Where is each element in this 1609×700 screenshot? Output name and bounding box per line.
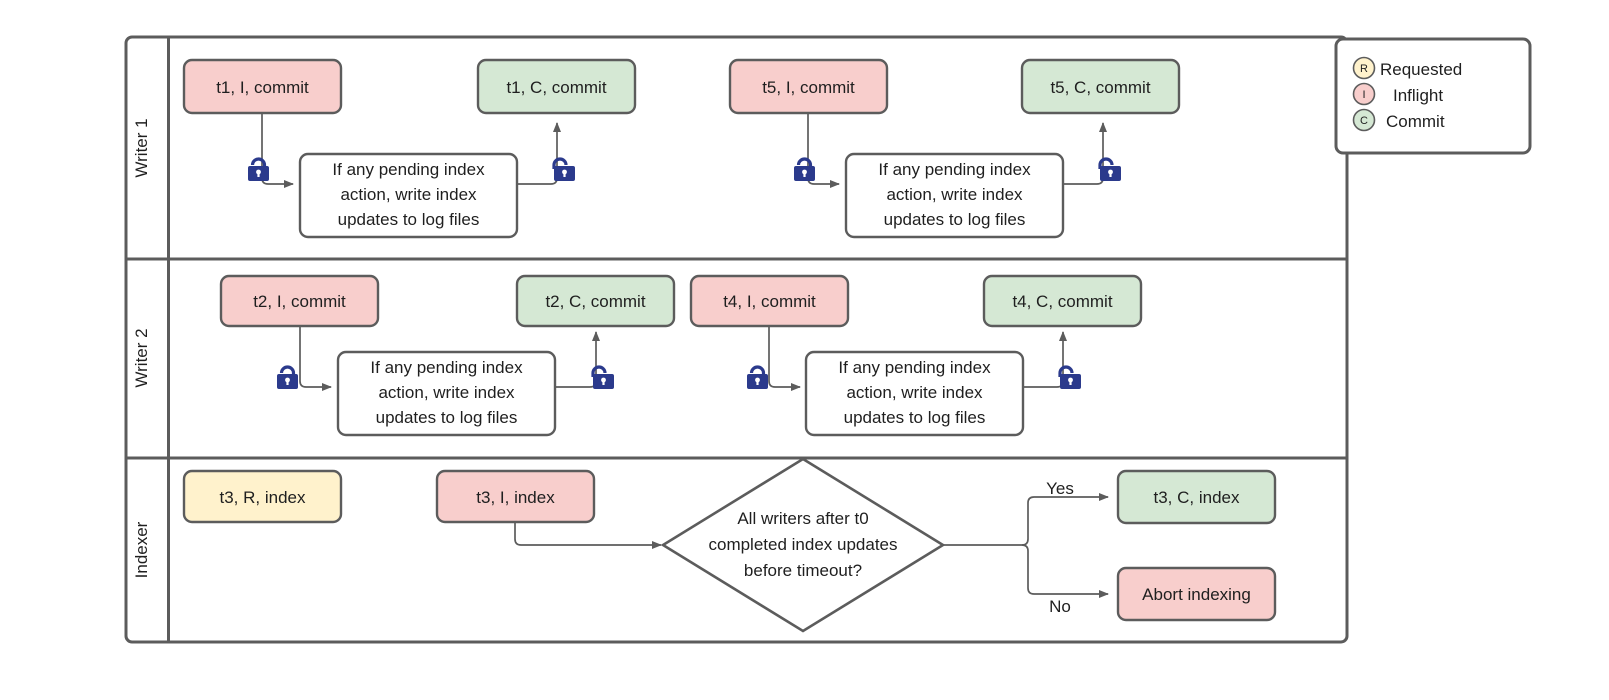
node-w2-t4-c[interactable]: t4, C, commit [982, 274, 1143, 328]
lock-closed-icon [747, 365, 768, 389]
process-line-3: updates to log files [884, 210, 1026, 229]
process-line-1: If any pending index [332, 160, 485, 179]
connector-decision-no [1021, 544, 1109, 598]
node-ix-abort[interactable]: Abort indexing [1116, 566, 1277, 622]
node-ix-decision[interactable]: All writers after t0 completed index upd… [660, 457, 946, 633]
lock-open-icon [591, 365, 614, 389]
lock-open-icon [1098, 157, 1121, 181]
legend-label: Requested [1380, 60, 1462, 79]
process-line-3: updates to log files [844, 408, 986, 427]
node-label: t1, C, commit [506, 78, 606, 97]
lock-closed-icon [794, 157, 815, 181]
legend-label: Inflight [1393, 86, 1443, 105]
node-ix-t3-c[interactable]: t3, C, index [1116, 469, 1277, 525]
node-ix-t3-r[interactable]: t3, R, index [182, 469, 343, 524]
node-label: t3, I, index [476, 488, 555, 507]
process-line-2: action, write index [378, 383, 515, 402]
process-line-1: If any pending index [878, 160, 1031, 179]
node-label: t3, R, index [220, 488, 306, 507]
node-label: t5, I, commit [762, 78, 855, 97]
connector-t3i-to-decision [514, 522, 662, 549]
node-w2-proc-a[interactable]: If any pending index action, write index… [336, 350, 557, 437]
node-label: t5, C, commit [1050, 78, 1150, 97]
process-line-1: If any pending index [838, 358, 991, 377]
node-w1-proc-b[interactable]: If any pending index action, write index… [844, 152, 1065, 239]
node-label: t2, C, commit [545, 292, 645, 311]
inflight-badge-icon [1352, 82, 1376, 106]
decision-line-1: All writers after t0 [737, 509, 868, 528]
decision-line-3: before timeout? [744, 561, 862, 580]
lock-closed-icon [277, 365, 298, 389]
decision-line-2: completed index updates [708, 535, 897, 554]
lock-open-icon [552, 157, 575, 181]
legend-badge-letter: C [1360, 115, 1368, 127]
lock-open-icon [1058, 365, 1081, 389]
node-w1-proc-a[interactable]: If any pending index action, write index… [298, 152, 519, 239]
commit-badge-icon [1352, 108, 1376, 132]
lock-closed-icon [248, 157, 269, 181]
connector-w2-t4i-to-proc [768, 326, 801, 391]
node-w2-proc-b[interactable]: If any pending index action, write index… [804, 350, 1025, 437]
legend-item-commit: C Commit [1352, 108, 1445, 132]
legend-badge-letter: R [1360, 63, 1368, 75]
node-w2-t4-i[interactable]: t4, I, commit [689, 274, 850, 328]
node-label: t2, I, commit [253, 292, 346, 311]
lane-label-indexer: Indexer [132, 521, 151, 578]
connector-w2-t2i-to-proc [299, 326, 332, 391]
node-w2-t2-i[interactable]: t2, I, commit [219, 274, 380, 328]
process-line-2: action, write index [886, 185, 1023, 204]
lane-label-writer-1: Writer 1 [132, 118, 151, 177]
node-label: t4, C, commit [1012, 292, 1112, 311]
node-ix-t3-i[interactable]: t3, I, index [435, 469, 596, 524]
legend-item-inflight: I Inflight [1352, 82, 1443, 106]
process-line-2: action, write index [846, 383, 983, 402]
legend-label: Commit [1386, 112, 1445, 131]
node-label: t1, I, commit [216, 78, 309, 97]
process-line-3: updates to log files [376, 408, 518, 427]
edge-label-no: No [1049, 597, 1071, 616]
legend-item-requested: R Requested [1352, 56, 1462, 80]
node-label: t4, I, commit [723, 292, 816, 311]
edge-label-yes: Yes [1046, 479, 1074, 498]
legend-frame [1334, 37, 1532, 155]
legend-badge-letter: I [1362, 89, 1365, 101]
connector-decision-yes [1021, 493, 1109, 546]
node-w1-t1-c[interactable]: t1, C, commit [476, 58, 637, 115]
process-line-3: updates to log files [338, 210, 480, 229]
lane-label-writer-2: Writer 2 [132, 328, 151, 387]
node-w2-t2-c[interactable]: t2, C, commit [515, 274, 676, 328]
node-w1-t5-c[interactable]: t5, C, commit [1020, 58, 1181, 115]
node-label: t3, C, index [1154, 488, 1240, 507]
requested-badge-icon [1352, 56, 1376, 80]
process-line-1: If any pending index [370, 358, 523, 377]
node-w1-t5-i[interactable]: t5, I, commit [728, 58, 889, 115]
node-w1-t1-i[interactable]: t1, I, commit [182, 58, 343, 115]
node-label: Abort indexing [1142, 585, 1251, 604]
process-line-2: action, write index [340, 185, 477, 204]
